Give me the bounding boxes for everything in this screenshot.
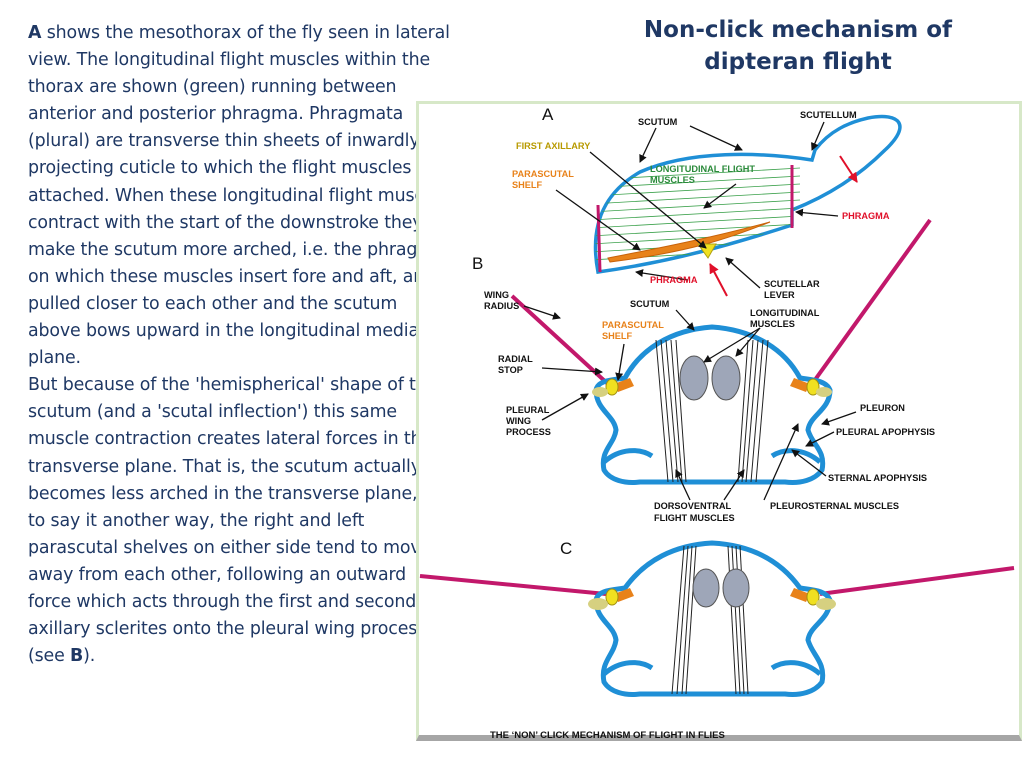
pleural-wing-process-left-b (592, 387, 608, 397)
axillary-right-b (806, 378, 820, 396)
label-longitudinal-muscles-2: MUSCLES (750, 319, 795, 329)
label-pleuron: PLEURON (860, 403, 905, 413)
wing-right-c (819, 566, 1015, 596)
panel-a-drawing (593, 114, 902, 297)
longitudinal-muscle-left-b (679, 355, 709, 401)
label-phragma-bottom: PHRAGMA (650, 275, 698, 285)
label-phragma-right: PHRAGMA (842, 211, 890, 221)
wing-left-c (419, 574, 607, 596)
thorax-transverse-outline-b (593, 324, 833, 485)
leader-arrows (523, 121, 857, 501)
label-parascutal-shelf-a-2: SHELF (512, 180, 543, 190)
label-pleural-wing-process-1: PLEURAL (506, 405, 550, 415)
dorsoventral-muscles-c (671, 545, 749, 695)
pleural-wing-process-right-b (816, 387, 832, 397)
label-pleural-wing-process-2: WING (506, 416, 531, 426)
label-parascutal-shelf-a-1: PARASCUTAL (512, 169, 574, 179)
longitudinal-muscle-right-b (711, 355, 741, 401)
para-2-text: But because of the 'hemispherical' shape… (28, 375, 441, 667)
axillary-right-c (806, 588, 820, 606)
scutellum-force-arrow (839, 155, 858, 183)
para-1-text: shows the mesothorax of the fly seen in … (28, 23, 450, 369)
para-2-tail: ). (83, 646, 96, 667)
slide-title: Non-click mechanism of dipteran flight (643, 17, 953, 75)
wing-left-b (510, 294, 610, 386)
label-wing-radius-2: RADIUS (484, 301, 519, 311)
longitudinal-muscle-right-c (722, 568, 750, 608)
dorsoventral-muscles-b (655, 339, 769, 483)
parascutal-shelf-right-c (790, 588, 810, 602)
parascutal-shelf-left-b (614, 378, 634, 392)
pleural-apophysis-right-c (770, 660, 822, 676)
panel-c-drawing (419, 540, 1015, 697)
figure-caption: THE ‘NON’ CLICK MECHANISM OF FLIGHT IN F… (490, 730, 725, 741)
label-longitudinal-flight-1: LONGITUDINAL FLIGHT (650, 164, 755, 174)
pleural-apophysis-left-b (602, 448, 654, 464)
label-sternal-apophysis: STERNAL APOPHYSIS (828, 473, 927, 483)
thorax-lateral-outline (593, 114, 902, 274)
label-scutum-b: SCUTUM (630, 299, 670, 309)
label-pleural-wing-process-3: PROCESS (506, 427, 551, 437)
label-dorsoventral-1: DORSOVENTRAL (654, 501, 731, 511)
para-1-lead: A (28, 23, 42, 43)
parascutal-shelf-lateral (607, 221, 771, 263)
pleural-wing-process-left-c (588, 598, 608, 610)
para-2-ref: B (70, 646, 84, 667)
label-scutellum: SCUTELLUM (800, 110, 857, 120)
panel-label-a: A (542, 105, 554, 124)
label-first-axillary: FIRST AXILLARY (516, 141, 590, 151)
label-parascutal-shelf-b-1: PARASCUTAL (602, 320, 664, 330)
panel-b-drawing (510, 218, 932, 485)
label-longitudinal-muscles-1: LONGITUDINAL (750, 308, 820, 318)
label-scutellar-lever-2: LEVER (764, 290, 795, 300)
pleural-wing-process-right-c (816, 598, 836, 610)
label-dorsoventral-2: FLIGHT MUSCLES (654, 513, 735, 523)
label-scutellar-lever-1: SCUTELLAR (764, 279, 820, 289)
label-parascutal-shelf-b-2: SHELF (602, 331, 633, 341)
label-radial-stop-1: RADIAL (498, 354, 533, 364)
axillary-left-b (605, 378, 619, 396)
scutellar-lever-force-arrow (709, 263, 728, 297)
pleural-apophysis-left-c (602, 660, 654, 676)
label-radial-stop-2: STOP (498, 365, 523, 375)
label-longitudinal-flight-2: MUSCLES (650, 175, 695, 185)
panel-label-b: B (472, 254, 483, 273)
thorax-transverse-outline-c (593, 540, 833, 697)
label-pleural-apophysis: PLEURAL APOPHYSIS (836, 427, 935, 437)
panel-label-c: C (560, 539, 572, 558)
label-wing-radius-1: WING (484, 290, 509, 300)
label-pleurosternal: PLEUROSTERNAL MUSCLES (770, 501, 899, 511)
para-2: But because of the 'hemispherical' shape… (28, 375, 440, 666)
longitudinal-muscle-left-c (692, 568, 720, 608)
para-1: A shows the mesothorax of the fly seen i… (28, 23, 450, 368)
anterior-phragma (596, 204, 602, 273)
axillary-left-c (605, 588, 619, 606)
parascutal-shelf-right-b (790, 378, 810, 392)
label-scutum-a: SCUTUM (638, 117, 678, 127)
body-text: A shows the mesothorax of the fly seen i… (28, 20, 453, 670)
diagram-labels: A B C SCUTUM SCUTELLUM FIRST AXILLARY PA… (472, 105, 935, 741)
wing-right-b (810, 218, 932, 386)
parascutal-shelf-left-c (614, 588, 634, 602)
